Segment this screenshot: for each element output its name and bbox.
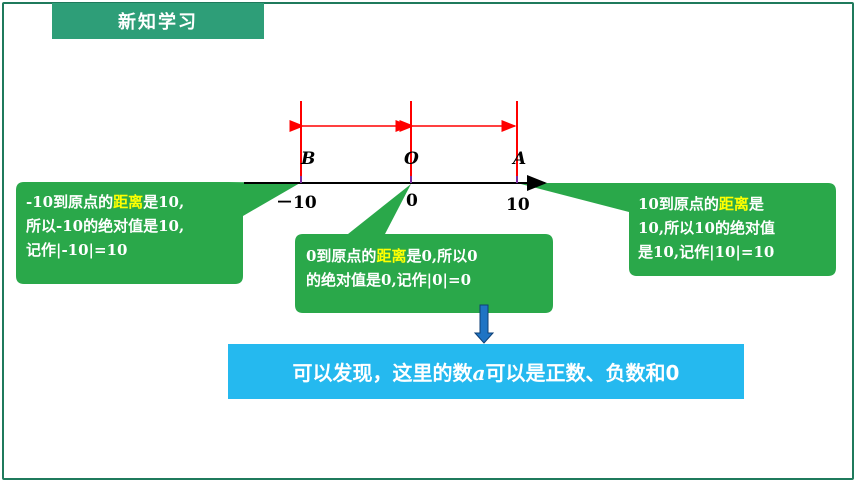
point-label-o: O	[404, 149, 419, 169]
callout-right-bubble	[517, 183, 836, 276]
tick-label-minus-10: －10	[276, 193, 317, 213]
callout-right-text: 10到原点的距离是 10,所以10的绝对值 是10,记作|10|=10	[638, 195, 775, 261]
conclusion-box: 可以发现，这里的数a可以是正数、负数和0	[228, 344, 744, 399]
tick-label-0: 0	[406, 191, 418, 211]
callout-middle-text: 0到原点的距离是0,所以0 的绝对值是0,记作|0|=0	[306, 247, 478, 289]
highlight-distance: 距离	[376, 247, 407, 265]
callout-left-text: -10到原点的距离是10, 所以-10的绝对值是10, 记作|-10|=10	[26, 193, 185, 259]
callout-middle-bubble	[295, 184, 553, 313]
tick-label-10: 10	[506, 195, 530, 215]
section-title-bar: 新知学习	[52, 3, 264, 39]
conclusion-text: 可以发现，这里的数a可以是正数、负数和0	[292, 361, 680, 385]
down-arrow-icon	[473, 304, 495, 344]
point-label-a: A	[511, 149, 526, 169]
variable-a: a	[472, 361, 486, 385]
callout-left-bubble	[16, 182, 300, 284]
highlight-distance: 距离	[113, 193, 144, 211]
section-title: 新知学习	[118, 12, 198, 33]
point-label-b: B	[300, 149, 315, 169]
slide-frame	[2, 2, 854, 480]
highlight-distance: 距离	[718, 195, 749, 213]
